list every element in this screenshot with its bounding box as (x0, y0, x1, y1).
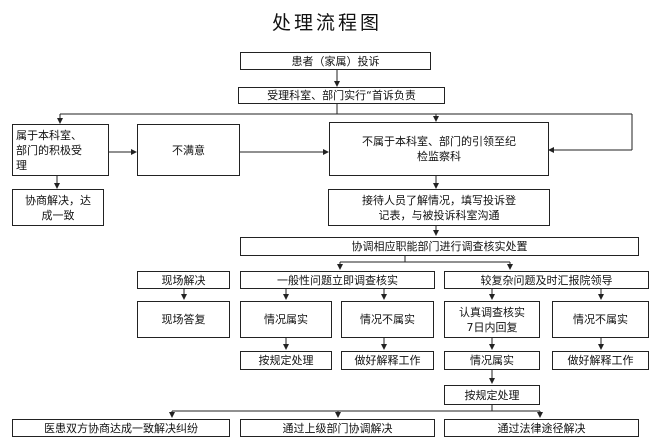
reception-node: 接待人员了解情况，填写投诉登 记表，与被投诉科室沟通 (328, 189, 550, 226)
explain-a-node: 做好解释工作 (341, 351, 434, 370)
accept-node: 受理科室、部门实行“首诉负责 (238, 87, 445, 104)
explain-b-node: 做好解释工作 (552, 351, 649, 370)
bottom-outcome-negotiate: 医患双方协商达成一致解决纠纷 (12, 419, 230, 437)
general-node: 一般性问题立即调查核实 (240, 271, 435, 289)
belongs-node: 属于本科室、 部门的积极受 理 (12, 124, 109, 176)
false-a-node: 情况不属实 (341, 301, 434, 338)
true-b-node: 情况属实 (444, 351, 540, 370)
false-b-node: 情况不属实 (552, 301, 649, 338)
handle-b-node: 按规定处理 (444, 385, 540, 405)
bottom-outcome-legal: 通过法律途径解决 (444, 419, 639, 437)
true-a-node: 情况属实 (240, 301, 332, 338)
page-title: 处理流程图 (271, 12, 382, 34)
onsite-node: 现场解决 (137, 271, 230, 289)
bottom-outcome-superior: 通过上级部门协调解决 (240, 419, 435, 437)
not-belongs-node: 不属于本科室、部门的引领至纪 检监察科 (329, 122, 549, 176)
unsatisfied-node: 不满意 (137, 124, 240, 176)
negotiate-node: 协商解决，达 成一致 (12, 189, 104, 226)
verify-node: 认真调查核实 7日内回复 (444, 301, 540, 338)
coordinate-node: 协调相应职能部门进行调查核实处置 (240, 237, 639, 256)
handle-a-node: 按规定处理 (240, 351, 332, 370)
onsite-reply-node: 现场答复 (137, 301, 230, 338)
complex-node: 较复杂问题及时汇报院领导 (444, 271, 649, 289)
complaint-node: 患者（家属）投诉 (240, 52, 431, 70)
